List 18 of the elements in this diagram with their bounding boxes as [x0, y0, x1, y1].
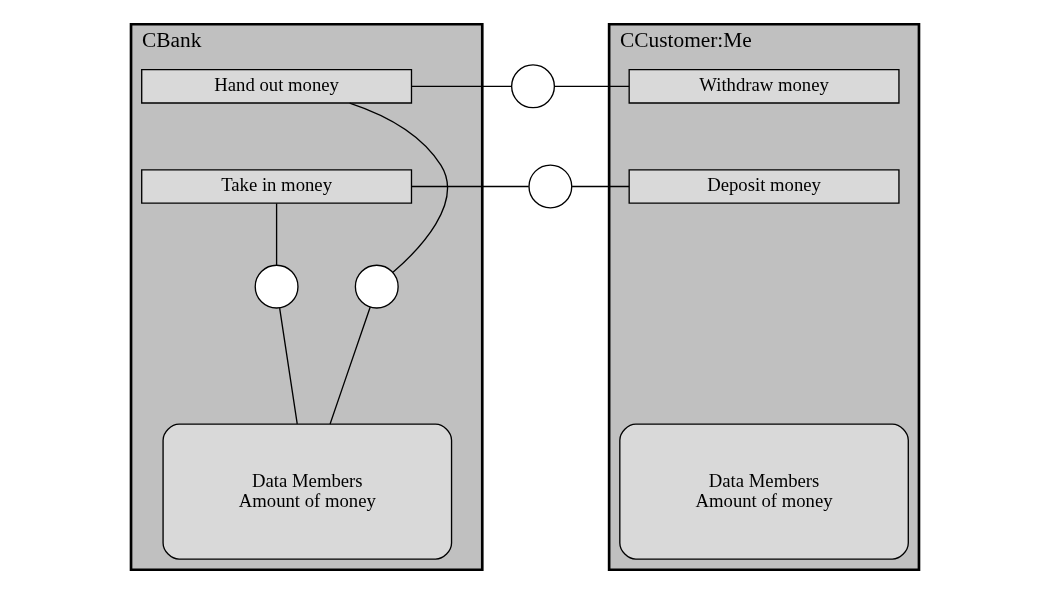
node-circle [528, 164, 573, 209]
node-box: Deposit money [628, 169, 900, 204]
node-box: Hand out money [141, 68, 413, 104]
node-circle [254, 264, 299, 309]
connector [275, 202, 278, 266]
node-box: Withdraw money [628, 68, 900, 104]
connector [554, 85, 630, 87]
connector [411, 185, 530, 188]
connector [278, 307, 298, 425]
node-circle [354, 264, 399, 309]
connector [329, 306, 371, 425]
connector [349, 102, 449, 273]
node-box: Data Members Amount of money [162, 423, 453, 560]
connector [411, 85, 512, 87]
node-circle [510, 64, 556, 109]
node-box: Data Members Amount of money [619, 423, 909, 560]
connector [571, 185, 630, 188]
node-box: Take in money [141, 169, 413, 204]
